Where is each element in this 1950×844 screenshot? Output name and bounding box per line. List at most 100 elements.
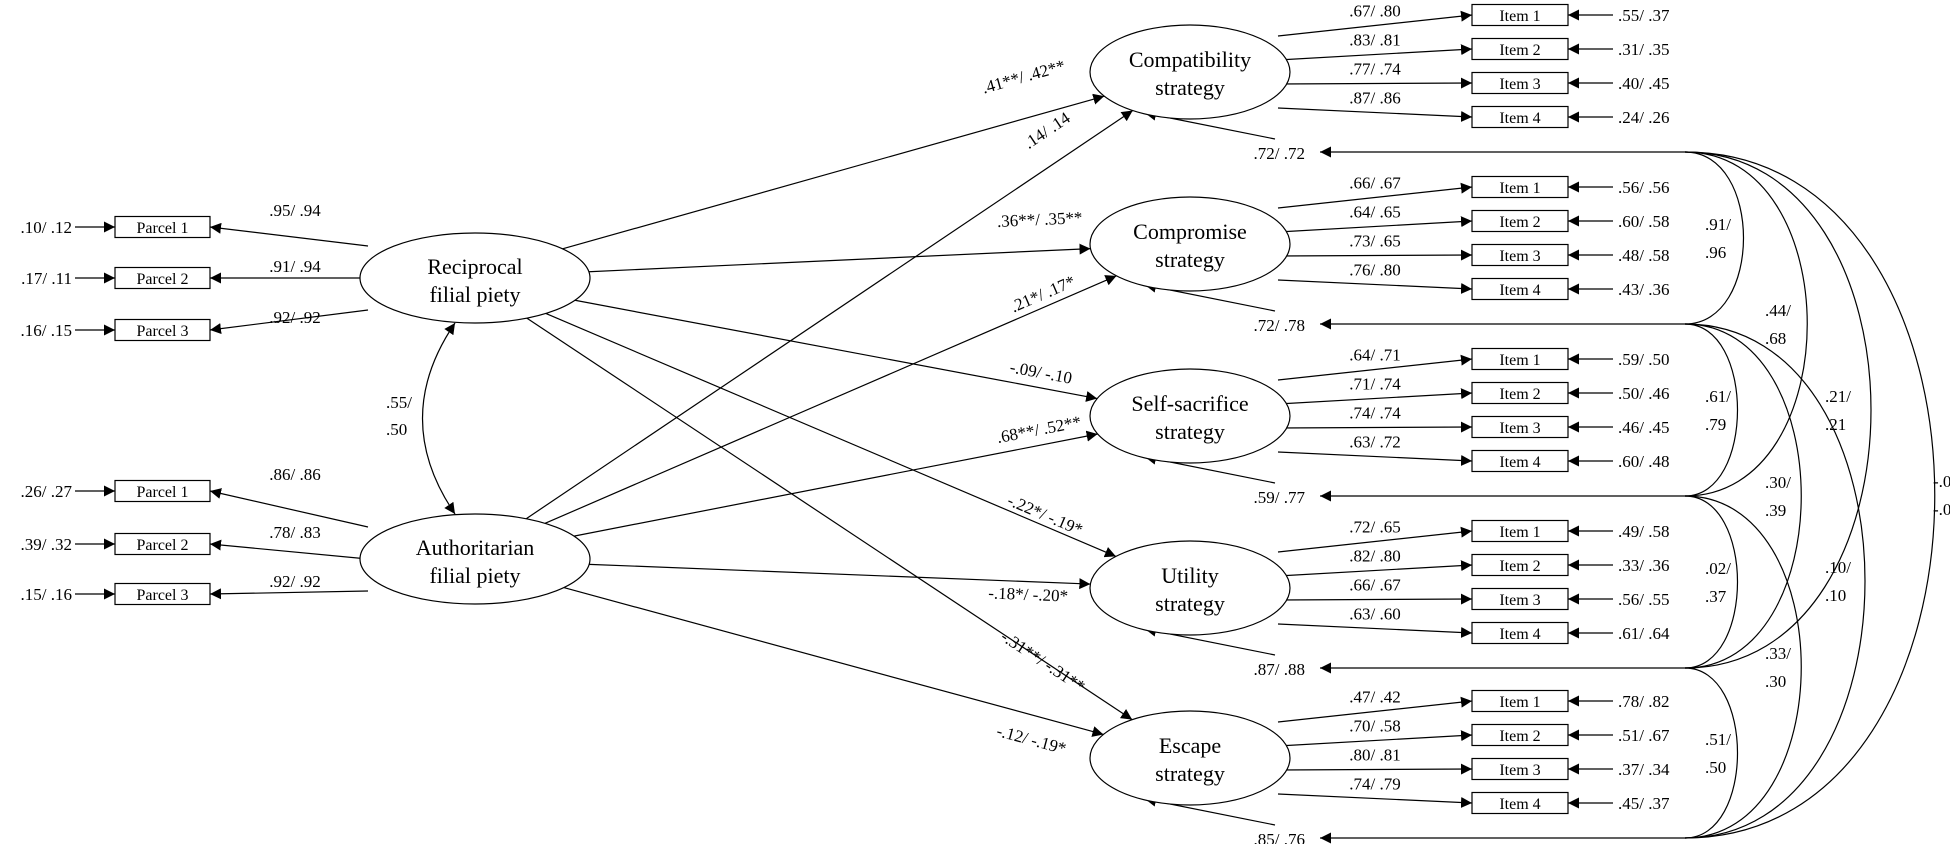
reciprocal-parcel-1-loading: .95/ .94	[269, 201, 321, 220]
strategy-4-item-3-box	[1471, 587, 1569, 611]
strategy-5-label: strategy	[1155, 761, 1225, 786]
authoritarian-parcel-1-label: Parcel 1	[137, 484, 189, 501]
residual-correlation-1-3-value: .44/	[1765, 301, 1791, 320]
residual-correlation-1-2-value: .91/	[1705, 215, 1731, 234]
residual-correlation-2-3-value: .79	[1705, 415, 1726, 434]
authoritarian-parcel-1-box	[114, 479, 211, 503]
authoritarian-filial-piety-latent	[359, 513, 591, 605]
residual-correlation-1-3-arc	[1684, 151, 1808, 497]
strategy-3-disturbance: .59/ .77	[1254, 488, 1306, 507]
strategy-5-item-3-label: Item 3	[1499, 762, 1540, 779]
authoritarian-filial-piety-label: Authoritarian	[416, 535, 535, 560]
strategy-5-item-4-loading: .74/ .79	[1349, 775, 1400, 794]
strategy-2-item-3-error: .48/ .58	[1618, 246, 1669, 265]
strategy-4-item-1-error: .49/ .58	[1618, 522, 1669, 541]
strategy-4-item-3-error: .56/ .55	[1618, 590, 1669, 609]
reciprocal-parcel-3-label: Parcel 3	[137, 323, 189, 340]
reciprocal-parcel-3-error: .16/ .15	[21, 321, 72, 340]
strategy-1-item-3-error: .40/ .45	[1618, 74, 1669, 93]
strategy-2-item-4-error: .43/ .36	[1618, 280, 1669, 299]
residual-correlation-1-5-value: -.05/	[1933, 472, 1950, 491]
strategy-1-item-2-box	[1471, 37, 1569, 61]
strategy-4-item-4-error: .61/ .64	[1618, 624, 1670, 643]
strategy-1-item-4-label: Item 4	[1499, 110, 1540, 127]
strategy-5-item-1-error: .78/ .82	[1618, 692, 1669, 711]
reciprocal-to-strategy-2-coefficient: .36**/ .35**	[997, 208, 1083, 231]
residual-correlation-2-4-arc	[1684, 323, 1802, 669]
authoritarian-parcel-1-loading-arrow	[209, 488, 369, 528]
authoritarian-to-strategy-3-path	[573, 430, 1098, 537]
strategy-4-item-2-box	[1471, 553, 1569, 577]
strategy-5-item-1-loading: .47/ .42	[1349, 688, 1400, 707]
strategy-1-latent	[1089, 24, 1291, 120]
strategy-4-item-2-label: Item 2	[1499, 558, 1540, 575]
strategy-4-item-2-loading: .82/ .80	[1349, 547, 1400, 566]
residual-correlation-2-4-value: .30/	[1765, 473, 1791, 492]
residual-correlation-1-5-value: -.07	[1933, 500, 1950, 519]
strategy-2-item-4-loading-arrow	[1277, 279, 1473, 294]
strategy-4-item-2-error: .33/ .36	[1618, 556, 1669, 575]
strategy-1-item-3-loading-arrow	[1277, 77, 1473, 89]
authoritarian-to-strategy-2-path	[544, 275, 1117, 524]
residual-correlation-1-4-value: .21	[1825, 415, 1846, 434]
strategy-4-item-3-loading-arrow	[1277, 593, 1473, 605]
reciprocal-parcel-3-loading: .92/ .92	[269, 308, 320, 327]
strategy-4-disturbance: .87/ .88	[1254, 660, 1305, 679]
strategy-3-item-2-loading: .71/ .74	[1349, 375, 1401, 394]
strategy-3-item-3-label: Item 3	[1499, 420, 1540, 437]
strategy-2-item-4-loading: .76/ .80	[1349, 261, 1400, 280]
strategy-5-item-4-box	[1471, 791, 1569, 815]
strategy-2-item-1-loading-arrow	[1277, 182, 1473, 209]
authoritarian-to-strategy-2-coefficient: .21*/ .17*	[1008, 272, 1078, 317]
strategy-5-item-3-error: .37/ .34	[1618, 760, 1670, 779]
strategy-4-item-1-label: Item 1	[1499, 524, 1540, 541]
residual-correlation-2-3-arc	[1684, 323, 1739, 497]
reciprocal-parcel-3-loading-arrow	[209, 309, 369, 335]
reciprocal-parcel-3-box	[114, 318, 211, 342]
strategy-1-item-3-label: Item 3	[1499, 76, 1540, 93]
strategy-3-item-4-loading: .63/ .72	[1349, 433, 1400, 452]
strategy-1-item-2-error: .31/ .35	[1618, 40, 1669, 59]
strategy-1-item-2-loading-arrow	[1277, 44, 1473, 61]
predictor-correlation-value: .50	[386, 420, 407, 439]
strategy-2-item-1-loading: .66/ .67	[1349, 174, 1401, 193]
strategy-5-item-1-loading-arrow	[1277, 696, 1473, 723]
strategy-5-item-4-loading-arrow	[1277, 793, 1473, 808]
authoritarian-parcel-1-loading: .86/ .86	[269, 465, 320, 484]
authoritarian-filial-piety-label: filial piety	[429, 563, 520, 588]
authoritarian-parcel-3-error: .15/ .16	[21, 585, 72, 604]
strategy-5-item-1-box	[1471, 689, 1569, 713]
residual-correlation-3-4-value: .37	[1705, 587, 1727, 606]
authoritarian-parcel-2-loading: .78/ .83	[269, 523, 320, 542]
strategy-3-item-1-loading-arrow	[1277, 354, 1473, 381]
strategy-2-item-3-loading-arrow	[1277, 249, 1473, 261]
shapes-layer	[114, 3, 1569, 815]
strategy-3-item-3-error: .46/ .45	[1618, 418, 1669, 437]
strategy-4-item-1-loading: .72/ .65	[1349, 518, 1400, 537]
strategy-3-item-1-error: .59/ .50	[1618, 350, 1669, 369]
authoritarian-to-strategy-3-coefficient: .68**/ .52**	[995, 412, 1083, 447]
reciprocal-parcel-2-label: Parcel 2	[137, 271, 189, 288]
reciprocal-filial-piety-latent	[359, 232, 591, 324]
strategy-2-item-2-error: .60/ .58	[1618, 212, 1669, 231]
authoritarian-parcel-1-error: .26/ .27	[21, 482, 73, 501]
authoritarian-parcel-3-box	[114, 582, 211, 606]
strategy-2-label: Compromise	[1133, 219, 1247, 244]
strategy-2-item-4-box	[1471, 277, 1569, 301]
strategy-2-item-3-label: Item 3	[1499, 248, 1540, 265]
strategy-5-latent	[1089, 710, 1291, 806]
strategy-4-item-4-label: Item 4	[1499, 626, 1540, 643]
strategy-4-item-3-loading: .66/ .67	[1349, 576, 1401, 595]
strategy-4-label: strategy	[1155, 591, 1225, 616]
predictor-correlation-arc	[422, 322, 456, 515]
authoritarian-parcel-3-loading-arrow	[209, 588, 369, 600]
strategy-2-latent	[1089, 196, 1291, 292]
strategy-4-item-4-box	[1471, 621, 1569, 645]
strategy-3-item-1-label: Item 1	[1499, 352, 1540, 369]
reciprocal-parcel-1-box	[114, 215, 211, 239]
residual-correlation-2-5-value: .10	[1825, 586, 1846, 605]
reciprocal-parcel-1-label: Parcel 1	[137, 220, 189, 237]
residual-correlation-3-4-value: .02/	[1705, 559, 1731, 578]
strategy-1-item-4-box	[1471, 105, 1569, 129]
residual-correlation-3-5-value: .30	[1765, 672, 1786, 691]
